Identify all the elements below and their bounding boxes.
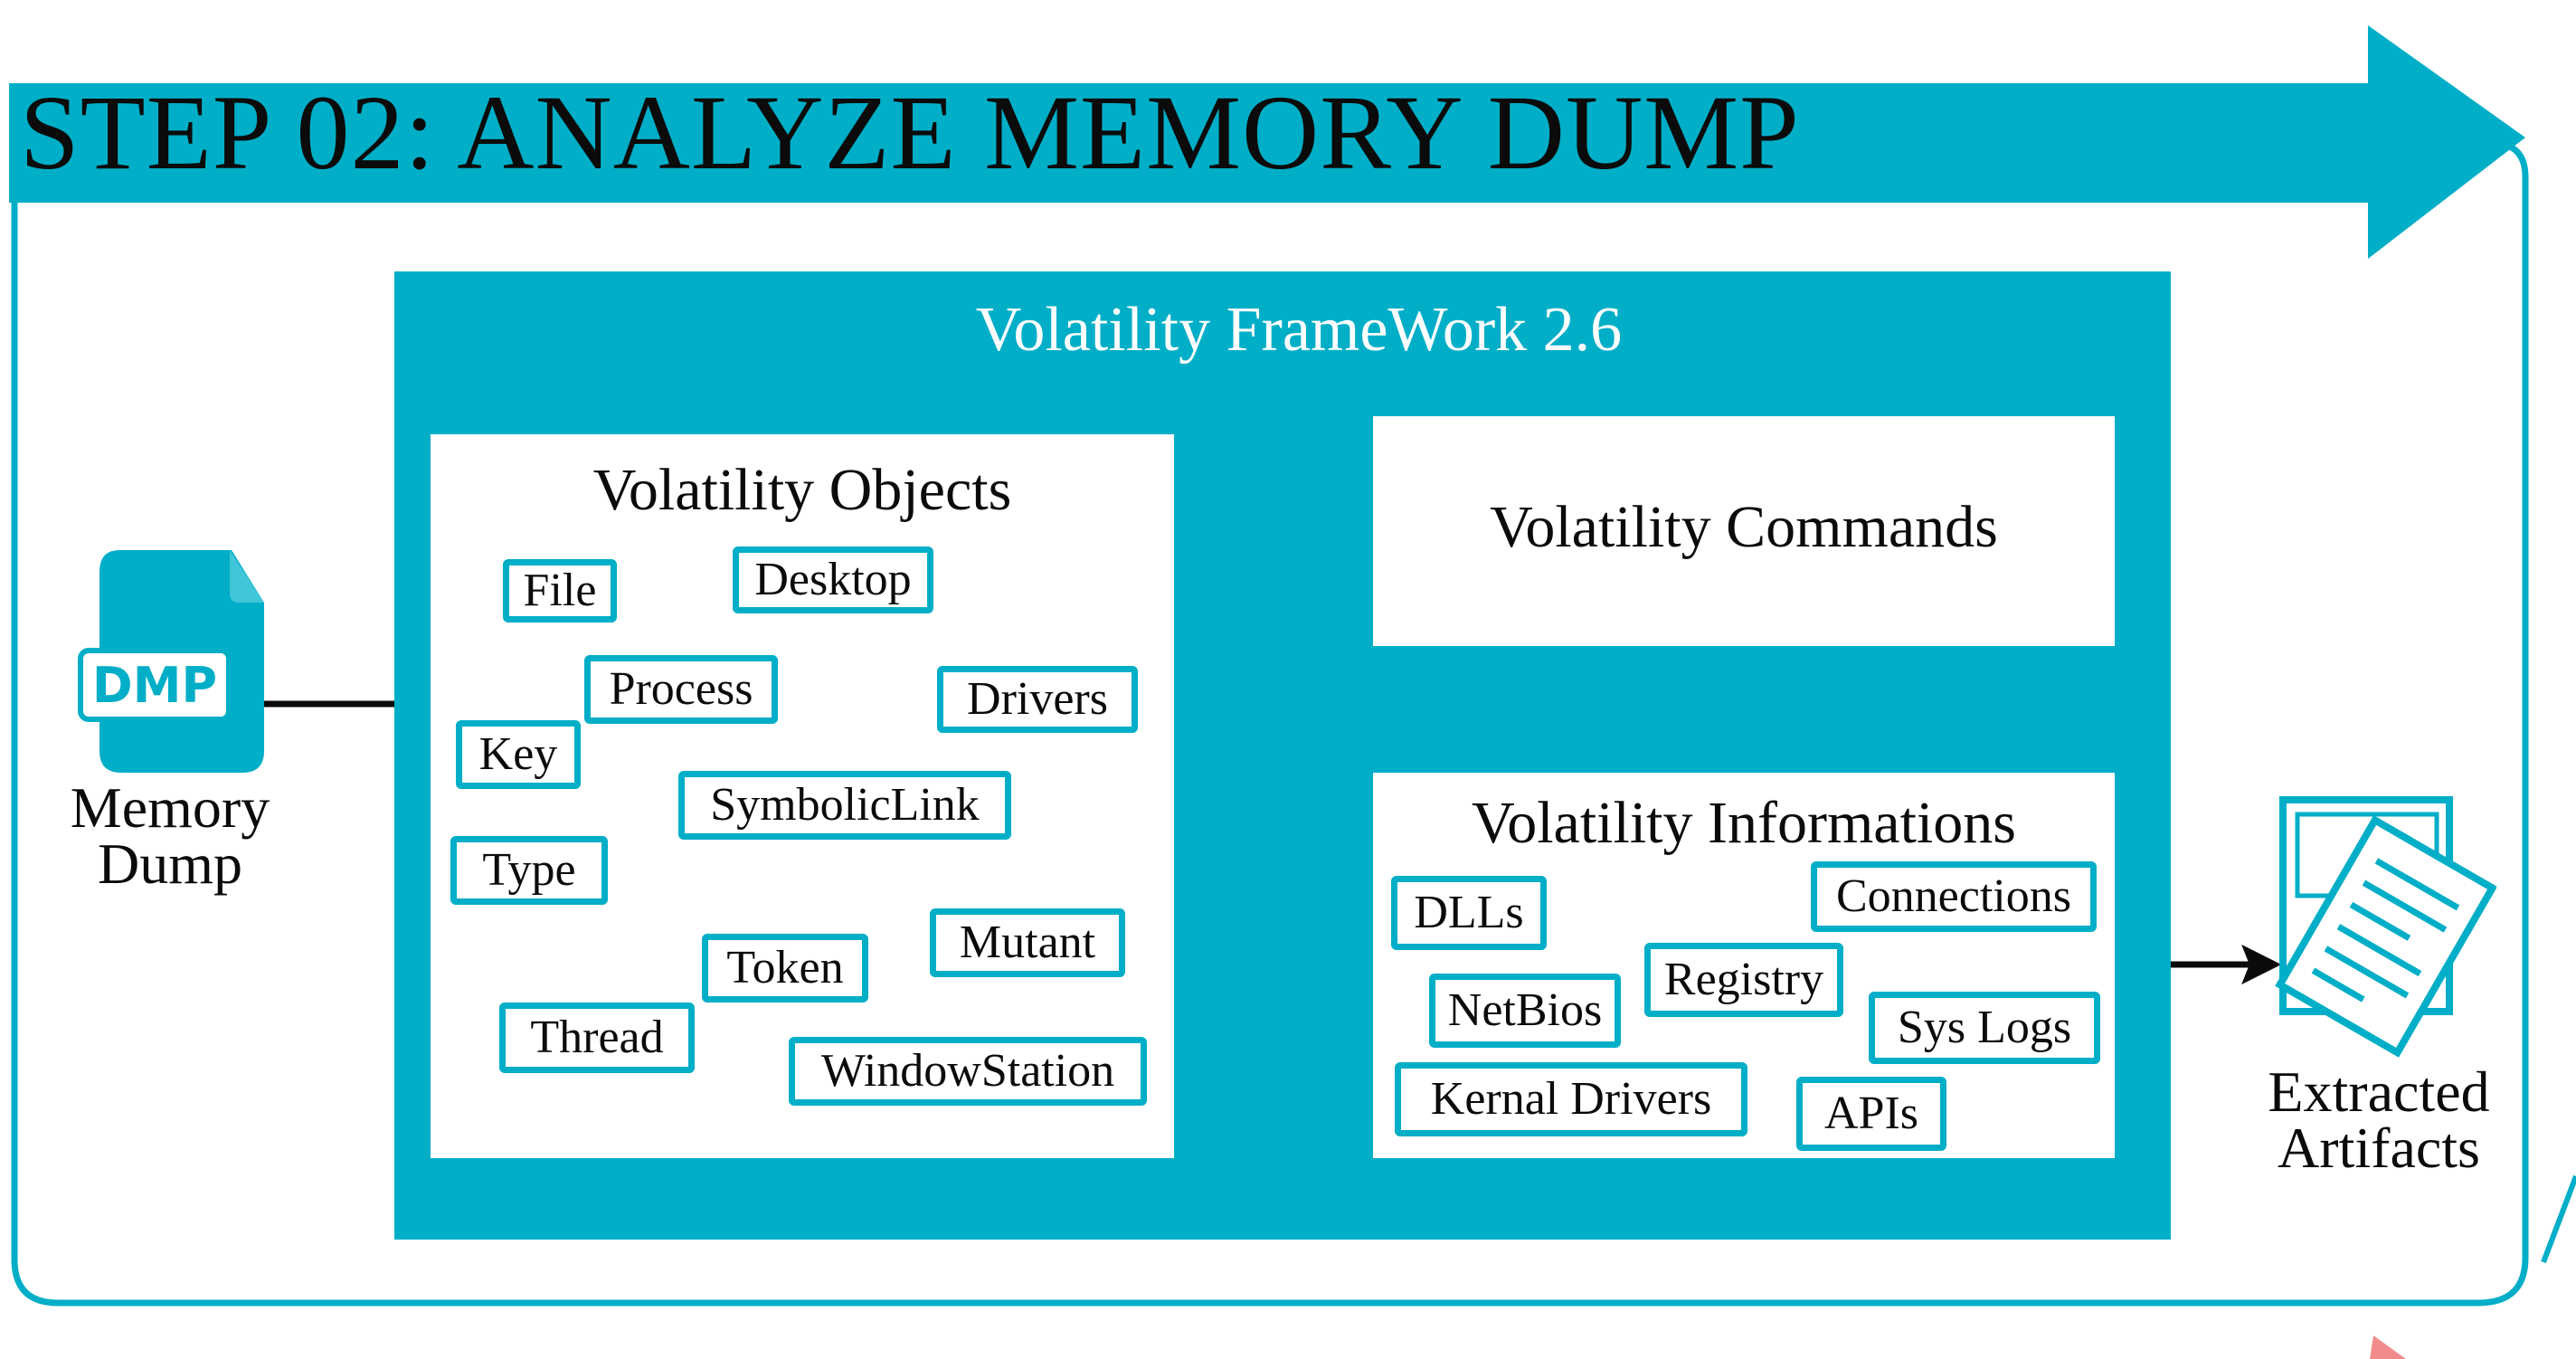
object-tag-file: File xyxy=(503,559,617,622)
object-tag-type: Type xyxy=(450,836,608,905)
info-tag-connections: Connections xyxy=(1811,861,2097,932)
extracted-artifacts-label: Extracted Artifacts xyxy=(2268,1060,2490,1180)
framework-title: Volatility FrameWork 2.6 xyxy=(975,295,1623,365)
extracted-artifacts-icon xyxy=(2275,796,2496,1058)
info-tag-dlls: DLLs xyxy=(1391,876,1547,950)
object-tag-desktop: Desktop xyxy=(733,546,933,613)
object-tag-mutant: Mutant xyxy=(930,908,1125,977)
info-tag-apis: APIs xyxy=(1796,1077,1946,1151)
frame-edge-mark xyxy=(2541,1174,2576,1264)
info-tag-sys-logs: Sys Logs xyxy=(1869,992,2100,1064)
volatility-objects-title: Volatility Objects xyxy=(592,457,1012,523)
object-tag-key: Key xyxy=(456,720,581,789)
object-tag-windowstation: WindowStation xyxy=(789,1037,1147,1106)
object-tag-symboliclink: SymbolicLink xyxy=(678,771,1011,840)
volatility-informations-title: Volatility Informations xyxy=(1472,790,2016,856)
info-tag-kernal-drivers: Kernal Drivers xyxy=(1395,1062,1747,1136)
info-tag-registry: Registry xyxy=(1644,943,1843,1017)
object-tag-thread: Thread xyxy=(499,1003,695,1073)
memory-dump-label: Memory Dump xyxy=(70,775,270,896)
corner-mark xyxy=(2370,1335,2406,1359)
object-tag-token: Token xyxy=(702,934,868,1003)
object-tag-process: Process xyxy=(584,655,778,724)
object-tag-drivers: Drivers xyxy=(937,666,1138,733)
step-title: STEP 02: ANALYZE MEMORY DUMP xyxy=(20,73,1800,192)
info-tag-netbios: NetBios xyxy=(1429,974,1621,1048)
volatility-commands-panel xyxy=(1373,416,2115,646)
header-arrow xyxy=(9,25,2525,259)
step-frame-outline xyxy=(11,141,2529,1307)
volatility-commands-title: Volatility Commands xyxy=(1490,494,1998,560)
dmp-badge: DMP xyxy=(78,648,232,722)
